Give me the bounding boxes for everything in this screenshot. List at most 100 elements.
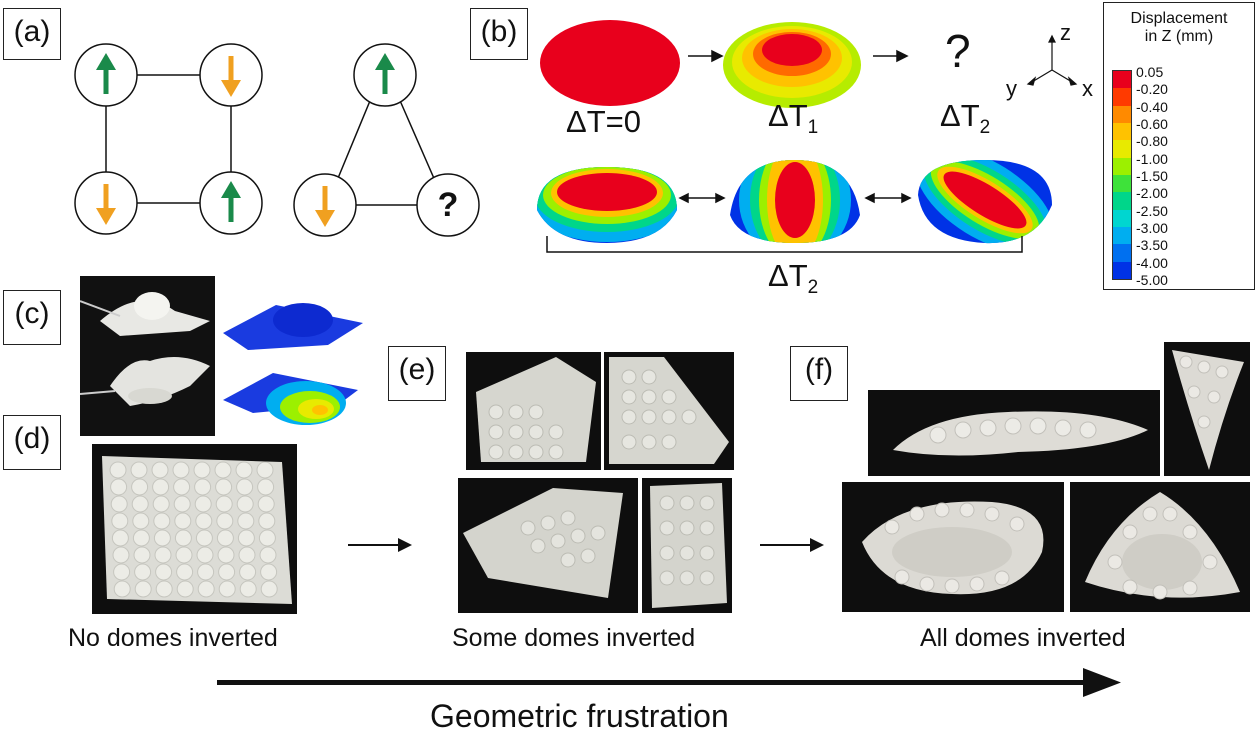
arrow-right-icon <box>760 538 824 552</box>
dome-bump <box>152 495 170 513</box>
dome-bump <box>176 580 194 598</box>
dome-bump <box>197 580 215 598</box>
legend-color-swatch <box>1113 71 1131 89</box>
legend-title: Displacement in Z (mm) <box>1130 10 1228 45</box>
axis-label-z: z <box>1060 20 1071 45</box>
state-label-dt0: ΔT=0 <box>566 104 641 139</box>
arrow-down-icon <box>96 184 116 225</box>
dome-bump <box>193 461 211 479</box>
dome-bump <box>131 495 149 513</box>
dome-bump <box>256 461 274 479</box>
dome-bump <box>130 461 148 479</box>
dome-bump <box>257 495 275 513</box>
dome-bump <box>194 478 212 496</box>
dome-bump <box>257 478 275 496</box>
dome-bump <box>258 529 276 547</box>
square-lattice-edges <box>105 74 232 204</box>
legend-value-label: -3.00 <box>1136 220 1168 236</box>
caption-all-domes-inverted: All domes inverted <box>920 624 1126 652</box>
panel-label-d: (d) <box>3 415 61 470</box>
panel-label-a: (a) <box>3 8 61 60</box>
legend-color-bar <box>1112 70 1132 280</box>
dome-bump <box>238 546 256 564</box>
caption-no-domes-inverted: No domes inverted <box>68 624 278 652</box>
dome-bump <box>111 512 129 530</box>
full-inversion-photo-2 <box>1164 342 1250 476</box>
dome-bump <box>172 461 190 479</box>
dome-bump <box>113 580 131 598</box>
partial-inversion-photo-4 <box>642 478 732 613</box>
single-dome-photo <box>80 276 215 436</box>
legend-color-swatch <box>1113 192 1131 210</box>
triangle-lattice-edges <box>335 95 437 206</box>
dome-bump <box>113 563 131 581</box>
twisted-dome-center <box>730 160 860 243</box>
panel-label-f: (f) <box>790 346 848 401</box>
caption-geometric-frustration: Geometric frustration <box>430 698 729 734</box>
flat-dome-state <box>540 20 680 106</box>
dome-bump <box>134 563 152 581</box>
arrow-up-icon <box>375 53 395 94</box>
dome-bump <box>218 563 236 581</box>
full-inversion-photo-3 <box>842 482 1064 612</box>
dome-bump <box>152 478 170 496</box>
flat-dome-sheet-photo <box>92 444 297 614</box>
dome-bump <box>132 512 150 530</box>
legend-value-label: 0.05 <box>1136 64 1164 80</box>
unknown-state-mark: ? <box>945 25 971 77</box>
dome-bump <box>153 529 171 547</box>
dome-bump <box>110 495 128 513</box>
dome-bump <box>176 563 194 581</box>
legend-color-swatch <box>1113 226 1131 245</box>
full-inversion-photo-1 <box>868 390 1160 476</box>
dome-bump <box>258 512 276 530</box>
partial-inversion-photo-2 <box>604 352 734 470</box>
dome-bump <box>196 546 214 564</box>
arrow-down-icon <box>221 56 241 97</box>
axis-label-y: y <box>1006 76 1017 101</box>
arrow-right-icon <box>348 538 412 552</box>
arrow-up-icon <box>221 181 241 222</box>
axis-label-x: x <box>1082 76 1093 101</box>
legend-value-label: -2.50 <box>1136 202 1168 219</box>
legend-value-label: -1.50 <box>1136 168 1168 184</box>
dome-bump <box>174 529 192 547</box>
legend-value-label: -1.00 <box>1136 150 1168 167</box>
legend-color-swatch <box>1113 174 1131 193</box>
frustration-arrow-icon <box>217 668 1121 697</box>
arrow-down-icon <box>315 186 335 227</box>
dome-bump <box>151 461 169 479</box>
dome-bump <box>260 580 278 598</box>
partial-inversion-photo-1 <box>466 352 601 470</box>
dome-bump <box>237 512 255 530</box>
dome-bump <box>236 495 254 513</box>
arrow-up-icon <box>96 53 116 94</box>
partially-inverted-dome-state <box>723 22 861 108</box>
dome-bump <box>175 546 193 564</box>
dome-bump <box>236 478 254 496</box>
full-inversion-photo-4 <box>1070 482 1250 612</box>
dome-bump <box>112 546 130 564</box>
dome-bump <box>110 478 128 496</box>
dome-bump <box>155 580 173 598</box>
dome-bump <box>217 546 235 564</box>
dome-bump <box>194 495 212 513</box>
dome-bump <box>260 563 278 581</box>
legend-value-label: -4.00 <box>1136 254 1168 271</box>
node-unknown <box>416 173 480 237</box>
dome-bump <box>239 580 257 598</box>
twisted-dome-left <box>537 167 677 243</box>
dome-bump <box>218 580 236 598</box>
displacement-legend: Displacement in Z (mm) <box>1103 2 1255 290</box>
legend-value-label: -0.80 <box>1136 133 1168 150</box>
dome-bump <box>197 563 215 581</box>
legend-value-label: -2.00 <box>1136 185 1168 202</box>
legend-color-swatch <box>1113 209 1131 227</box>
legend-value-label: -0.20 <box>1136 81 1168 98</box>
dome-bump <box>131 478 149 496</box>
dome-bump <box>173 478 191 496</box>
spin-lattice-diagram <box>74 43 480 237</box>
dome-bump <box>153 512 171 530</box>
dome-bump <box>111 529 129 547</box>
